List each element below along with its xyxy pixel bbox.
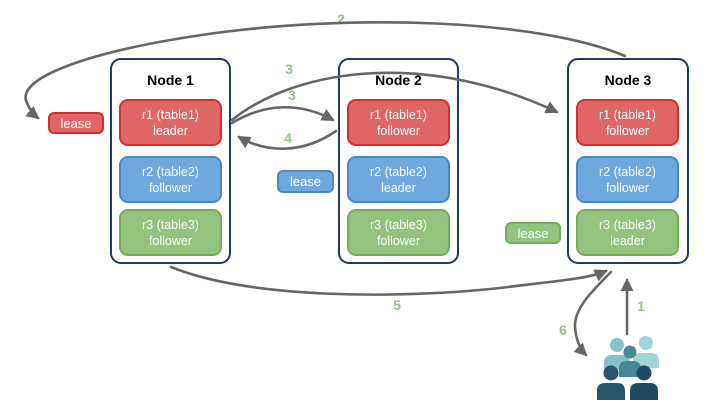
- person-icon: [604, 338, 630, 370]
- node-box-1: Node 1 r1 (table1) leader r2 (table2) fo…: [110, 58, 231, 264]
- replica-name: r3 (table3): [142, 217, 199, 232]
- replica-role: follower: [148, 233, 193, 248]
- person-icon: [597, 365, 625, 400]
- replica-box-n2-r1: r1 (table1) follower: [347, 99, 450, 146]
- step-label-1: 1: [637, 298, 645, 314]
- replica-box-n3-r2: r2 (table2) follower: [576, 156, 679, 203]
- node-title: Node 1: [147, 72, 194, 88]
- step-label-6: 6: [559, 322, 567, 338]
- replica-role: follower: [605, 180, 650, 195]
- arrow-step-6: [573, 270, 613, 357]
- arrow-step-3-to-node2: [230, 105, 335, 125]
- replica-role: follower: [605, 123, 650, 138]
- replica-role: follower: [148, 180, 193, 195]
- replica-role: follower: [376, 233, 421, 248]
- step-label-3b: 3: [288, 87, 296, 103]
- replica-name: r3 (table3): [599, 217, 656, 232]
- replica-role: leader: [610, 233, 645, 248]
- replica-name: r3 (table3): [370, 217, 427, 232]
- step-label-2: 2: [337, 11, 345, 27]
- replica-role: follower: [376, 123, 421, 138]
- person-icon: [630, 365, 658, 400]
- replica-box-n1-r2: r2 (table2) follower: [119, 156, 222, 203]
- replica-role: leader: [381, 180, 416, 195]
- replica-role: leader: [153, 123, 188, 138]
- node-box-2: Node 2 r1 (table1) follower r2 (table2) …: [338, 58, 459, 264]
- replica-box-n3-r3: r3 (table3) leader: [576, 209, 679, 256]
- person-icon: [633, 336, 659, 368]
- person-icon: [619, 345, 641, 377]
- lease-badge-green: lease: [505, 222, 561, 244]
- step-label-4: 4: [284, 130, 292, 146]
- node-title: Node 3: [604, 72, 652, 88]
- lease-badge-red: lease: [48, 112, 104, 134]
- replica-name: r2 (table2): [370, 164, 427, 179]
- replica-name: r1 (table1): [370, 107, 427, 122]
- lease-badge-blue: lease: [277, 170, 334, 193]
- replica-box-n2-r2: r2 (table2) leader: [347, 156, 450, 203]
- replica-name: r1 (table1): [599, 107, 656, 122]
- replica-name: r2 (table2): [599, 164, 656, 179]
- replica-box-n3-r1: r1 (table1) follower: [576, 99, 679, 146]
- users-group-icon: [597, 336, 659, 400]
- node-title: Node 2: [375, 72, 422, 88]
- replica-box-n1-r1: r1 (table1) leader: [119, 99, 222, 146]
- node-box-3: Node 3 r1 (table1) follower r2 (table2) …: [567, 58, 689, 264]
- replica-box-n2-r3: r3 (table3) follower: [347, 209, 450, 256]
- arrow-step-5: [169, 265, 608, 296]
- replica-box-n1-r3: r3 (table3) follower: [119, 209, 222, 256]
- replica-name: r2 (table2): [142, 164, 199, 179]
- step-label-5: 5: [393, 297, 401, 313]
- step-label-3a: 3: [285, 61, 293, 77]
- replica-name: r1 (table1): [142, 107, 199, 122]
